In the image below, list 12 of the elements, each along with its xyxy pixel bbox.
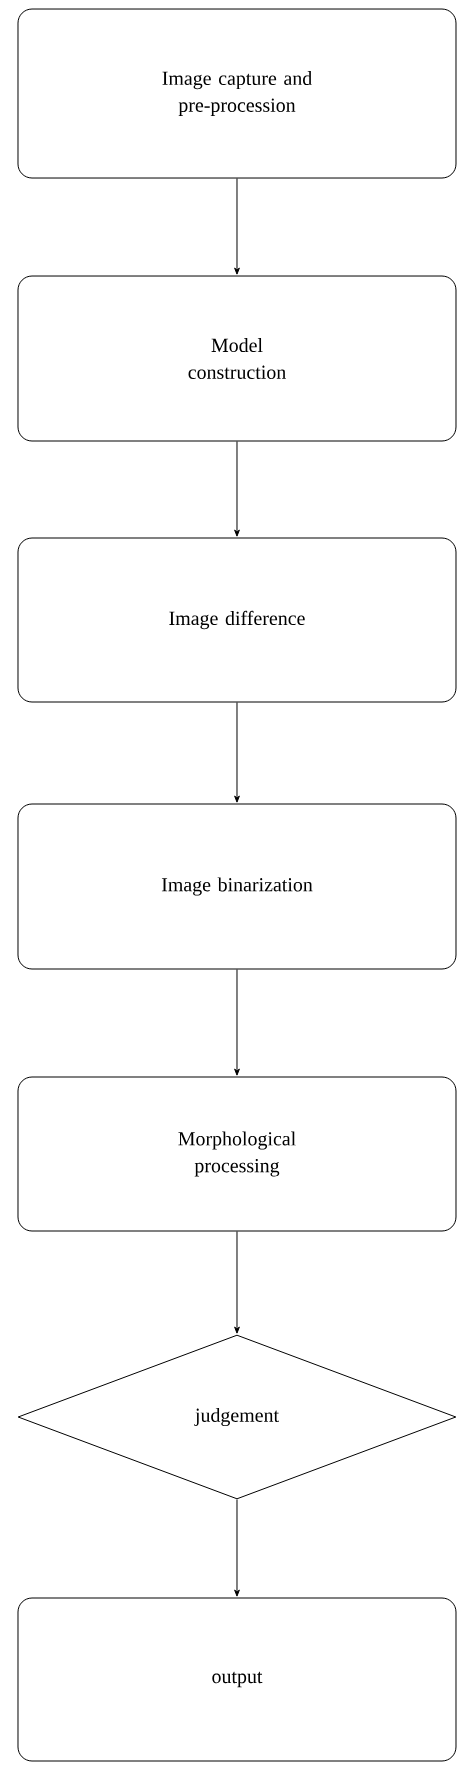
process-box: Image capture and pre-procession [17, 8, 457, 179]
process-box: Morphological processing [17, 1076, 457, 1232]
process-box: output [17, 1597, 457, 1762]
arrow [234, 178, 240, 275]
arrow [234, 702, 240, 803]
process-box: Image difference [17, 537, 457, 703]
arrow [234, 1231, 240, 1334]
arrow [234, 1499, 240, 1597]
process-box: Model construction [17, 275, 457, 442]
arrow [234, 441, 240, 537]
process-box: Image binarization [17, 803, 457, 970]
arrow [234, 969, 240, 1076]
